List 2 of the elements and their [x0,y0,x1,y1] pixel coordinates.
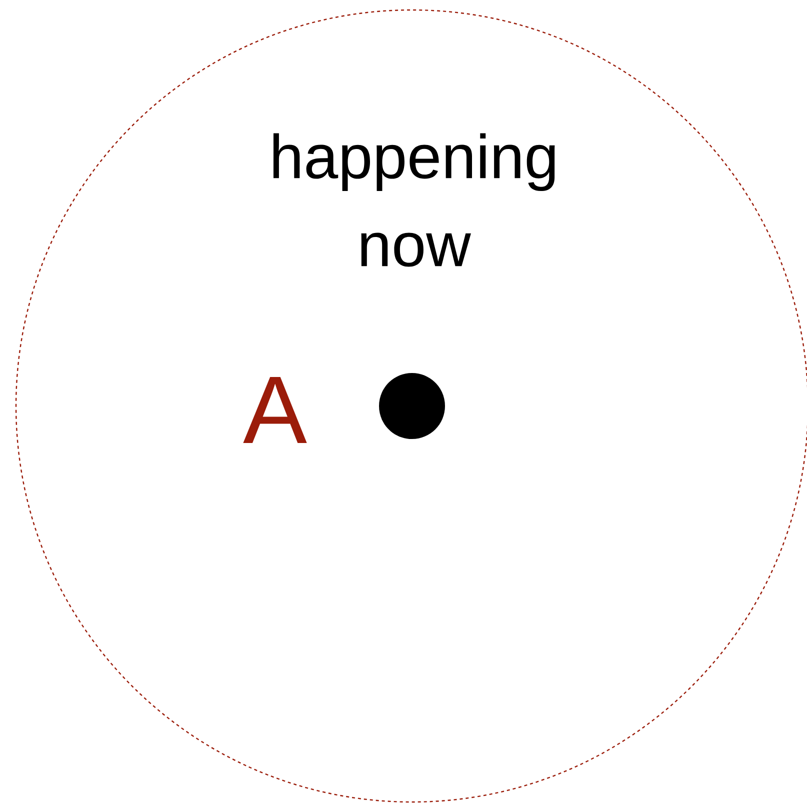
dot [379,372,445,439]
heading-text: happening now [274,133,555,267]
